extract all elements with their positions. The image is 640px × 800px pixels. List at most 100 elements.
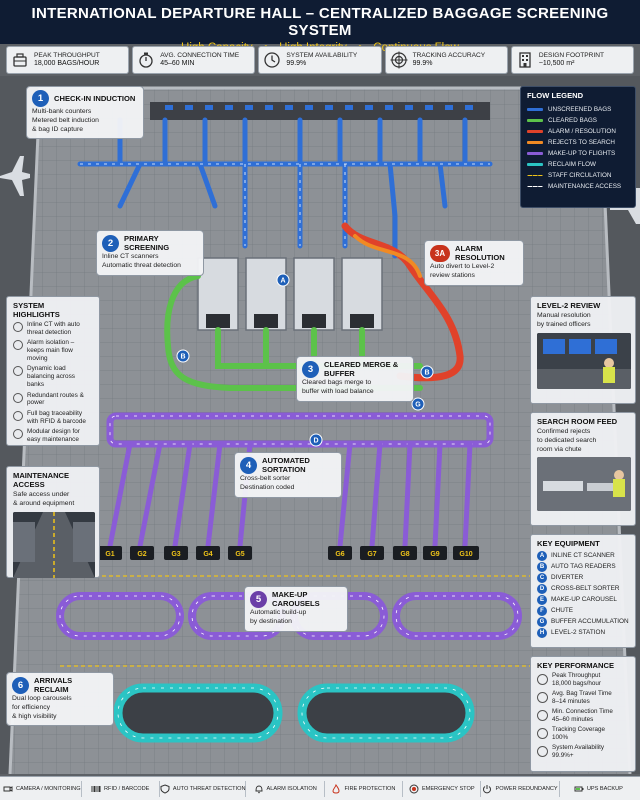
highlight-item: Modular design for easy maintenance — [13, 428, 93, 443]
highlight-item: Alarm isolation – keeps main flow moving — [13, 339, 93, 362]
gate-label: G1 — [105, 551, 114, 558]
legend-item: UNSCREENED BAGS — [527, 104, 629, 115]
marker-b: B — [424, 370, 429, 377]
gate-label: G9 — [430, 551, 439, 558]
camera-icon — [3, 785, 13, 792]
marker-g: G — [415, 402, 421, 409]
legend-item: CLEARED BAGS — [527, 115, 629, 126]
gate-label: G2 — [137, 551, 146, 558]
clock-icon — [264, 52, 281, 68]
feature-power-redundancy: POWER REDUNDANCY — [481, 780, 560, 797]
throughput-icon — [537, 674, 548, 686]
gate-label: G3 — [171, 551, 180, 558]
connection-icon — [537, 710, 548, 722]
legend-item: RECLAIM FLOW — [527, 159, 629, 170]
shield-icon — [160, 783, 170, 794]
target-icon — [390, 51, 408, 69]
feature-auto-threat-detection: AUTO THREAT DETECTION — [160, 780, 247, 797]
system-highlights-panel: SYSTEM HIGHLIGHTS Inline CT with auto th… — [6, 296, 100, 446]
counter-screens — [165, 105, 473, 110]
maintenance-photo — [13, 511, 95, 578]
check-in-counters — [150, 102, 490, 120]
alarm-icon — [13, 340, 23, 351]
legend-swatch — [527, 152, 543, 155]
highlight-item: Inline CT with auto threat detection — [13, 321, 93, 336]
feature-alarm-isolation: ALARM ISOLATION — [246, 780, 325, 797]
module-icon — [13, 429, 23, 440]
page-title: INTERNATIONAL DEPARTURE HALL – CENTRALIZ… — [31, 5, 609, 39]
route-icon — [13, 392, 23, 403]
feature-icon-bar: CAMERA / MONITORING RFID / BARCODE AUTO … — [0, 776, 640, 800]
building-icon — [519, 52, 531, 68]
gate-label: G5 — [235, 551, 244, 558]
step-badge: 3 — [302, 360, 319, 378]
legend-item: MAKE-UP TO FLIGHTS — [527, 148, 629, 159]
feature-emergency-stop: EMERGENCY STOP — [403, 780, 482, 797]
legend-swatch — [527, 163, 543, 166]
gate-label: G7 — [367, 551, 376, 558]
legend-item: MAINTENANCE ACCESS — [527, 181, 629, 192]
step-badge: 3A — [430, 244, 450, 262]
level-2-station-photo — [537, 332, 631, 389]
feature-fire-protection: FIRE PROTECTION — [325, 780, 404, 797]
flame-icon — [332, 783, 340, 794]
highlight-item: Dynamic load balancing across banks — [13, 365, 93, 388]
kpi-footprint: DESIGN FOOTPRINT~10,500 m² — [510, 46, 635, 74]
legend-swatch — [527, 130, 543, 133]
feature-rfid-barcode: RFID / BARCODE — [82, 780, 160, 797]
maintenance-access-panel: MAINTENANCE ACCESS Safe access under& ar… — [6, 466, 100, 578]
arrivals-reclaim-carousels — [113, 683, 475, 743]
gate-label: G10 — [459, 551, 472, 558]
bell-icon — [254, 784, 263, 793]
gate-label: G8 — [400, 551, 409, 558]
marker-a: A — [280, 278, 285, 285]
legend-swatch — [527, 119, 543, 122]
search-room-photo — [537, 457, 631, 512]
legend-swatch — [527, 108, 543, 111]
barcode-icon — [91, 785, 101, 792]
step-badge: 5 — [250, 590, 267, 608]
tracking-icon — [537, 728, 548, 740]
alarm-resolution-belts — [341, 222, 464, 382]
marker-b: B — [180, 354, 185, 361]
legend-item: STAFF CIRCULATION — [527, 170, 629, 181]
battery-icon — [574, 786, 584, 791]
step-badge: 6 — [12, 676, 29, 694]
stopwatch-icon — [139, 52, 153, 68]
legend-item: REJECTS TO SEARCH — [527, 137, 629, 148]
legend-swatch — [527, 141, 543, 144]
equipment-markers: A B B D G — [176, 273, 434, 447]
gate-chutes: G1 G2 G3 G4 G5 G6 G7 G8 G9 G10 — [98, 546, 479, 560]
flow-legend: FLOW LEGEND UNSCREENED BAGS CLEARED BAGS… — [520, 86, 636, 208]
marker-d: D — [313, 438, 318, 445]
staff-circulation — [60, 575, 580, 667]
rfid-icon — [13, 410, 23, 421]
bag-stack-icon — [13, 53, 27, 67]
step-badge: 2 — [102, 234, 119, 252]
feature-ups-backup: UPS BACKUP — [560, 781, 637, 797]
stop-icon — [409, 784, 419, 793]
header: INTERNATIONAL DEPARTURE HALL – CENTRALIZ… — [0, 0, 640, 54]
gate-label: G4 — [203, 551, 212, 558]
legend-swatch — [527, 175, 543, 176]
power-icon — [483, 784, 492, 793]
ct-icon — [13, 322, 23, 332]
